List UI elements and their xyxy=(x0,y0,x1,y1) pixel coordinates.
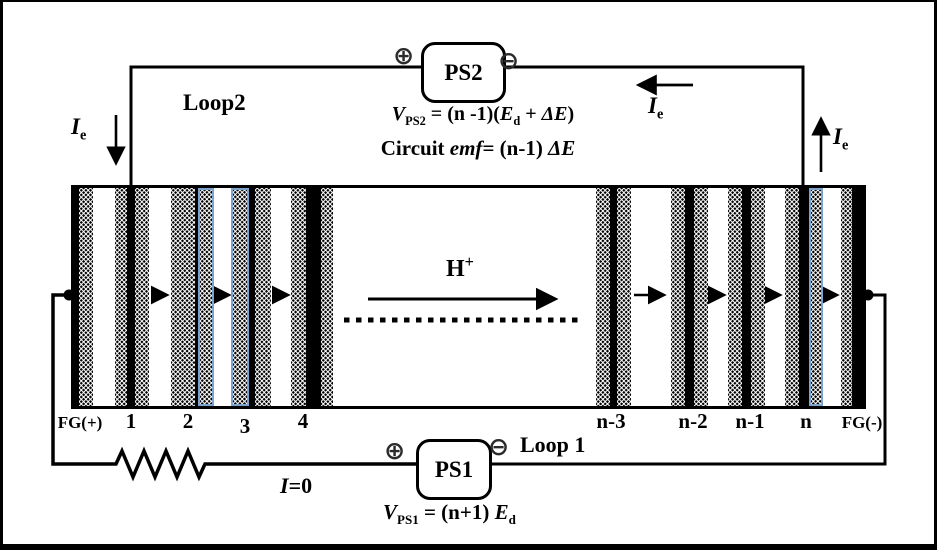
vps1-mid: = (n+1) xyxy=(418,500,495,524)
porous-layer xyxy=(255,188,271,406)
bipolar-plate xyxy=(249,188,255,406)
ie-sub: e xyxy=(656,106,664,123)
bipolar-plate xyxy=(127,188,135,406)
equation-vps2: VPS2 = (n -1)(Ed + ΔE) xyxy=(353,103,613,129)
electrode-plate-right xyxy=(852,188,866,406)
porous-layer xyxy=(694,188,708,406)
membrane-layer xyxy=(231,188,249,406)
porous-layer xyxy=(785,188,799,406)
cell-label-n: n xyxy=(800,409,812,433)
ie-symbol: I xyxy=(71,114,80,139)
ps1-box: PS1 xyxy=(416,439,492,500)
emf-word: emf xyxy=(449,136,483,160)
vps2-delta: ΔE xyxy=(541,103,568,125)
porous-layer xyxy=(291,188,306,406)
i-zero-rest: =0 xyxy=(288,473,313,498)
cell-label-n1: n-1 xyxy=(735,409,765,433)
loop1-wire-left-with-resistor xyxy=(51,293,418,482)
ps1-label: PS1 xyxy=(434,456,474,482)
bipolar-plate xyxy=(610,188,617,406)
vps2-mid: = (n -1)( xyxy=(425,103,500,125)
cell-label-n3: n-3 xyxy=(596,409,626,433)
membrane-layer xyxy=(809,188,823,406)
vps2-e-sub: d xyxy=(513,114,521,128)
ie-label-right: Ie xyxy=(833,124,848,155)
vps1-e: E xyxy=(494,500,509,524)
ps2-minus-terminal-icon: ⊖ xyxy=(498,46,519,75)
vps2-v: V xyxy=(391,103,406,125)
ie-label-left: Ie xyxy=(71,114,86,145)
loop1-label: Loop 1 xyxy=(520,432,586,457)
bipolar-plate xyxy=(306,188,321,406)
cell-label-fg-plus: FG(+) xyxy=(57,413,103,432)
vps1-sub: PS1 xyxy=(397,512,419,528)
loop1-wire-right xyxy=(484,293,887,466)
ps1-minus-terminal-icon: ⊖ xyxy=(488,432,509,461)
bipolar-plate xyxy=(685,188,694,406)
ps2-plus-terminal-icon: ⊕ xyxy=(393,41,414,70)
vps2-plus: + xyxy=(520,103,542,125)
bipolar-plate xyxy=(742,188,751,406)
equation-vps1: VPS1 = (n+1) Ed xyxy=(383,500,516,528)
porous-layer xyxy=(596,188,610,406)
bipolar-plate xyxy=(799,188,809,406)
porous-layer xyxy=(728,188,742,406)
i-zero-label: I=0 xyxy=(280,473,312,499)
ie-sub: e xyxy=(841,137,849,154)
ps1-plus-terminal-icon: ⊕ xyxy=(384,436,405,465)
h-plus-label: H+ xyxy=(446,252,474,283)
loop2-label: Loop2 xyxy=(183,90,246,115)
cell-stack xyxy=(71,185,866,409)
cell-label-4: 4 xyxy=(297,409,309,433)
electrode-plate-left xyxy=(71,188,79,406)
ps2-box: PS2 xyxy=(421,42,506,103)
i-symbol: I xyxy=(280,473,289,498)
h-symbol: H xyxy=(446,256,465,282)
emf-eq: = (n-1) xyxy=(482,136,549,160)
h-sup: + xyxy=(464,252,474,271)
cell-label-2: 2 xyxy=(182,409,194,433)
vps2-e: E xyxy=(499,103,514,125)
vps2-sub: PS2 xyxy=(405,114,426,128)
ie-sub: e xyxy=(79,127,87,144)
porous-layer xyxy=(171,188,195,406)
porous-layer xyxy=(671,188,685,406)
ps2-label: PS2 xyxy=(444,59,483,85)
emf-circuit: Circuit xyxy=(380,136,450,160)
porous-layer xyxy=(135,188,149,406)
vps1-e-sub: d xyxy=(508,512,516,528)
porous-layer xyxy=(841,188,852,406)
porous-layer xyxy=(115,188,127,406)
cell-label-1: 1 xyxy=(125,409,137,433)
vps1-v: V xyxy=(383,500,398,524)
equation-emf: Circuit emf= (n-1) ΔE xyxy=(333,136,623,161)
membrane-layer xyxy=(198,188,214,406)
bipolar-plate xyxy=(195,188,198,406)
ie-label-top: Ie xyxy=(648,93,663,124)
cell-label-3: 3 xyxy=(239,414,251,438)
porous-layer xyxy=(617,188,631,406)
emf-delta: ΔE xyxy=(548,136,576,160)
ie-symbol: I xyxy=(833,124,842,149)
cell-label-n2: n-2 xyxy=(678,409,708,433)
vps2-close: ) xyxy=(567,103,575,125)
ie-symbol: I xyxy=(648,93,657,118)
porous-layer xyxy=(79,188,93,406)
porous-layer xyxy=(321,188,333,406)
cell-label-fg-minus: FG(-) xyxy=(841,413,883,432)
porous-layer xyxy=(751,188,765,406)
